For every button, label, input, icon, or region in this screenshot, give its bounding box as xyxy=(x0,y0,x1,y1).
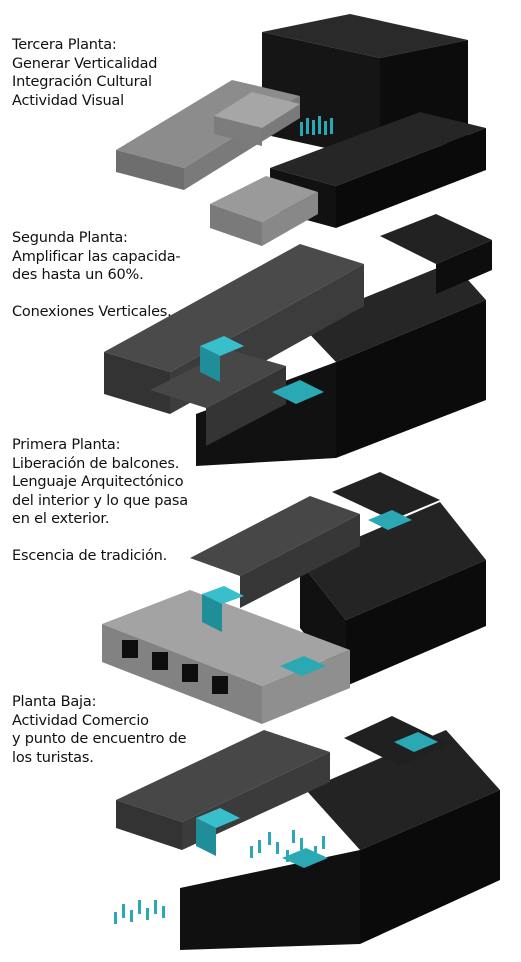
ground-black-front xyxy=(180,850,360,950)
ground-cyan-roof xyxy=(394,732,438,752)
floor-3-label-line: Actividad Visual xyxy=(12,92,124,109)
floor-1-label-line: Primera Planta: xyxy=(12,437,121,453)
floor-1-dgray-top xyxy=(190,496,360,576)
floor-3-tower-front xyxy=(262,32,380,160)
floor-3-right-wing-top xyxy=(270,112,486,186)
ground-cyan-stair xyxy=(196,808,240,828)
floor-1-lgray-top xyxy=(102,590,350,686)
floor-2-label: Segunda Planta: Amplificar las capacida-… xyxy=(12,229,181,321)
floor-1-cyan-balcony-front xyxy=(202,594,222,632)
floor-2-cyan-stair xyxy=(200,336,244,356)
ground-floor-label: Planta Baja: Actividad Comercio y punto … xyxy=(12,693,187,767)
floor-3-model xyxy=(116,14,486,246)
floor-2-gray-lower-side xyxy=(206,366,286,446)
floor-3-gray-box-front xyxy=(214,116,262,146)
ground-black-top xyxy=(306,730,500,850)
floor-1-dgray-side xyxy=(240,514,360,608)
floor-2-cyan-bridge xyxy=(272,380,324,404)
floor-3-gray-lower-front xyxy=(210,204,262,246)
floor-2-black-back-top xyxy=(380,214,492,264)
floor-1-label-line: del interior y lo que pasa xyxy=(12,492,188,509)
floor-2-black-side xyxy=(336,300,486,458)
floor-3-label-line: Integración Cultural xyxy=(12,74,152,90)
floor-2-label-note: Conexiones Verticales. xyxy=(12,303,172,320)
ground-floor-label-line: Planta Baja: xyxy=(12,694,97,710)
floor-1-black-back-top xyxy=(332,472,440,520)
floor-3-gray-lower-top xyxy=(210,176,318,222)
floor-3-people-figures xyxy=(300,116,333,136)
floor-2-cyan-stair-front xyxy=(200,346,220,382)
floor-1-label-line: en el exterior. xyxy=(12,511,110,527)
ground-people-figures xyxy=(114,830,325,924)
floor-1-black-side xyxy=(346,560,486,686)
floor-3-gray-lower-side xyxy=(262,192,318,246)
floor-2-black-back-side xyxy=(436,240,492,294)
floor-1-label: Primera Planta: Liberación de balcones. … xyxy=(12,436,188,565)
floor-2-label-gap xyxy=(12,285,180,303)
ground-floor-model xyxy=(114,716,500,950)
floor-1-model xyxy=(102,472,486,724)
ground-cyan-stair-front xyxy=(196,818,216,856)
floor-3-tower-top xyxy=(262,14,468,58)
floor-3-label-line: Tercera Planta: xyxy=(12,37,117,53)
floor-1-lgray-side xyxy=(262,650,350,724)
ground-gray-front xyxy=(116,800,182,850)
floor-1-label-note: Escencia de tradición. xyxy=(12,547,168,564)
floor-1-black-top xyxy=(300,502,486,620)
floor-1-arch-openings xyxy=(122,640,228,694)
ground-gray-top xyxy=(116,730,330,822)
floor-3-gray-box-top xyxy=(214,92,300,128)
floor-2-gray-top xyxy=(104,244,364,372)
floor-2-label-line: Amplificar las capacida- xyxy=(12,248,181,265)
floor-3-label-line: Generar Verticalidad xyxy=(12,55,158,72)
floor-1-cyan-roof xyxy=(368,510,412,530)
floor-1-label-line: Lenguaje Arquitectónico xyxy=(12,474,184,490)
floor-2-model xyxy=(104,214,492,466)
ground-floor-label-line: y punto de encuentro de xyxy=(12,731,187,747)
floor-1-label-line: Liberación de balcones. xyxy=(12,455,180,472)
ground-floor-label-line: los turistas. xyxy=(12,749,94,766)
floor-1-cyan-bridge xyxy=(280,656,326,676)
floor-1-label-gap xyxy=(12,529,188,547)
floor-3-gray-wing-front xyxy=(116,150,184,190)
floor-2-label-line: des hasta un 60%. xyxy=(12,267,144,283)
ground-floor-label-line: Actividad Comercio xyxy=(12,712,149,729)
floor-1-cyan-balcony xyxy=(202,586,244,604)
floor-3-right-wing-side xyxy=(336,128,486,228)
floor-2-label-line: Segunda Planta: xyxy=(12,230,128,246)
ground-black-side xyxy=(360,790,500,944)
floor-2-gray-front xyxy=(104,352,170,414)
floor-3-label: Tercera Planta: Generar Verticalidad Int… xyxy=(12,36,157,110)
